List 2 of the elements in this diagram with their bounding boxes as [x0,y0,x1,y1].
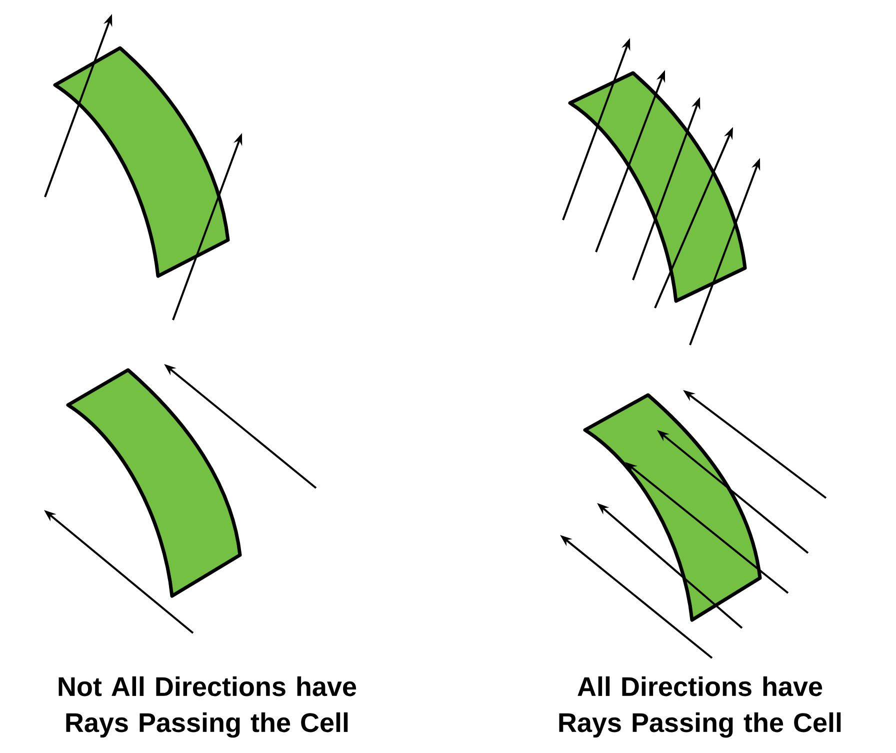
caption: All Directions have Rays Passing the Cell [559,676,841,738]
caption: Not All Directions have Rays Passing the Cell [58,676,356,738]
